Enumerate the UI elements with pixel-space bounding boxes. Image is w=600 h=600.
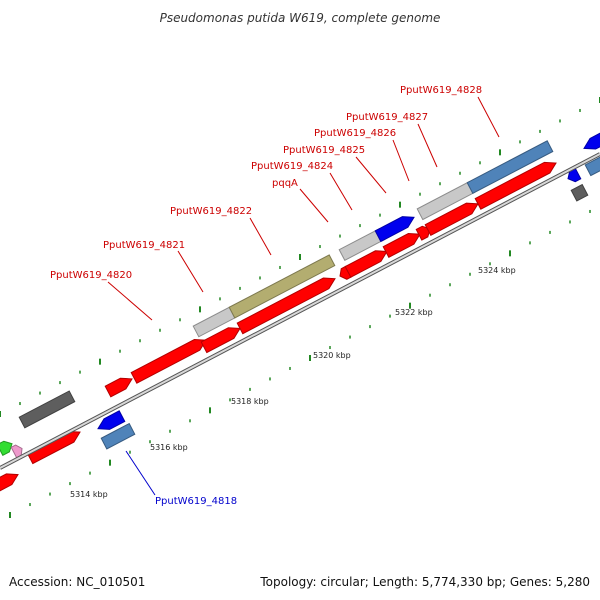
cds-feature[interactable] — [581, 128, 600, 153]
cds-feature-4824[interactable] — [344, 246, 390, 278]
genome-title: Pseudomonas putida W619, complete genome — [160, 11, 441, 25]
scale-label-5320: 5320 kbp — [313, 351, 351, 360]
cds-feature-4821[interactable] — [200, 323, 243, 354]
label-leader-lines — [107, 96, 500, 496]
gene-label-pputw619-4825[interactable]: PputW619_4825 — [283, 145, 365, 156]
genome-summary-text: Topology: circular; Length: 5,774,330 bp… — [260, 575, 590, 589]
scale-labels: 5314 kbp 5316 kbp 5318 kbp 5320 kbp 5322… — [70, 266, 516, 499]
misc-feature[interactable] — [10, 443, 25, 459]
cds-feature[interactable] — [104, 374, 135, 398]
leader-4818 — [125, 450, 156, 496]
gene-label-pputw619-4826[interactable]: PputW619_4826 — [314, 128, 396, 139]
leader-4825 — [355, 156, 387, 194]
scale-label-5324: 5324 kbp — [478, 266, 516, 275]
gene-label-pputw619-4822[interactable]: PputW619_4822 — [170, 206, 252, 217]
scale-label-5318: 5318 kbp — [231, 397, 269, 406]
gene-label-pputw619-4828[interactable]: PputW619_4828 — [400, 85, 482, 96]
scale-label-5316: 5316 kbp — [150, 443, 188, 452]
gene-feature-4818[interactable] — [100, 422, 136, 450]
leader-4822 — [249, 217, 272, 256]
leader-pqqa — [299, 188, 329, 223]
genome-backbone — [0, 152, 600, 470]
inner-tick-ring — [9, 209, 591, 518]
cds-feature[interactable] — [0, 438, 15, 456]
gene-labels: PputW619_4818 PputW619_4820 PputW619_482… — [50, 85, 482, 507]
gene-label-pputw619-4824[interactable]: PputW619_4824 — [251, 161, 333, 172]
gene-feature[interactable] — [570, 183, 589, 202]
gene-feature-4828[interactable] — [466, 140, 554, 195]
gene-label-pputw619-4827[interactable]: PputW619_4827 — [346, 112, 428, 123]
cds-feature-4826[interactable] — [415, 224, 433, 241]
cds-feature-4825[interactable] — [374, 212, 417, 243]
cds-feature-4828[interactable] — [474, 158, 559, 210]
cds-feature-4825b[interactable] — [382, 229, 423, 258]
leader-4828 — [477, 96, 500, 138]
leader-4820 — [107, 281, 153, 321]
leader-4826 — [392, 139, 410, 182]
scale-label-5322: 5322 kbp — [395, 308, 433, 317]
gene-feature-4822[interactable] — [228, 254, 336, 319]
scale-label-5314: 5314 kbp — [70, 490, 108, 499]
cds-feature[interactable] — [26, 427, 83, 465]
gene-label-pputw619-4821[interactable]: PputW619_4821 — [103, 240, 185, 251]
cds-feature-4822[interactable] — [236, 273, 338, 335]
gene-label-pputw619-4820[interactable]: PputW619_4820 — [50, 270, 132, 281]
gene-label-pqqa[interactable]: pqqA — [272, 178, 298, 189]
leader-4827 — [417, 123, 438, 168]
backbone-line-inner — [0, 153, 600, 469]
gene-feature[interactable] — [18, 390, 76, 429]
cds-feature-4827[interactable] — [424, 199, 481, 237]
cds-feature[interactable] — [0, 469, 21, 496]
cds-feature-4820[interactable] — [130, 335, 209, 384]
gene-label-pputw619-4818[interactable]: PputW619_4818 — [155, 496, 237, 507]
feature-track — [0, 128, 600, 496]
accession-text: Accession: NC_010501 — [9, 575, 146, 589]
cds-feature-4818[interactable] — [95, 410, 126, 434]
outer-tick-ring — [0, 97, 600, 417]
leader-4821 — [177, 250, 204, 293]
leader-4824 — [329, 172, 353, 211]
